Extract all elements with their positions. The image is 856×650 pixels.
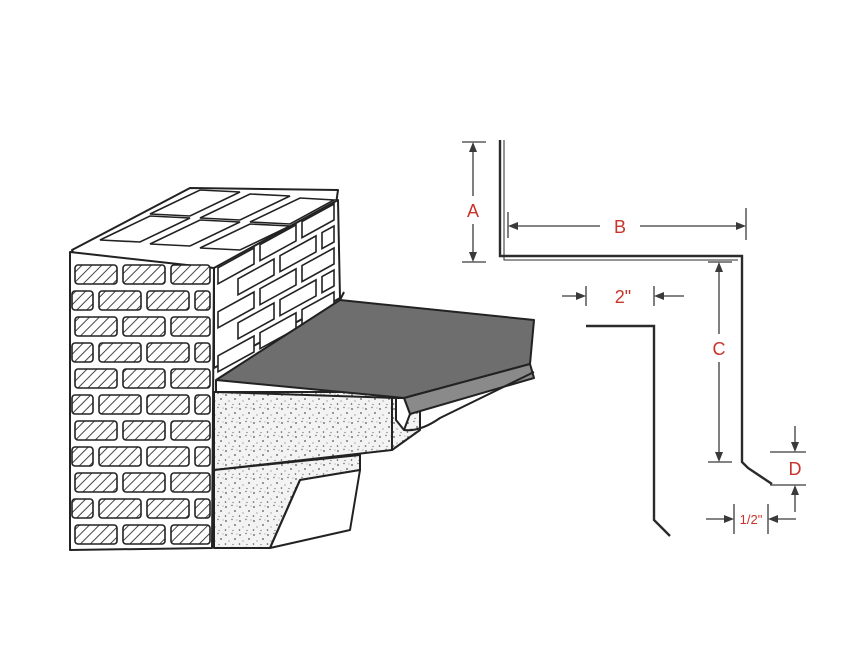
brick (98, 290, 142, 311)
brick (71, 290, 94, 311)
side-brick (259, 223, 297, 263)
dimension-label-b: B (614, 217, 626, 237)
brick (71, 498, 94, 519)
top-brick (149, 219, 241, 247)
brick (146, 290, 190, 311)
side-brick (217, 334, 255, 374)
dimension-arrowheads (469, 142, 799, 523)
brick (146, 446, 190, 467)
brick (122, 264, 166, 285)
brick (71, 446, 94, 467)
brick (122, 524, 166, 545)
brick (71, 342, 94, 363)
brick (98, 342, 142, 363)
flashing-profile-cleat (586, 324, 671, 537)
side-brick (279, 234, 317, 274)
brick (122, 368, 166, 389)
brick (194, 498, 211, 519)
brick (122, 420, 166, 441)
brick (194, 394, 211, 415)
brick (146, 342, 190, 363)
top-brick (99, 215, 191, 243)
side-brick (301, 246, 335, 283)
brick (74, 524, 118, 545)
brick (74, 368, 118, 389)
dimension-label-d: D (789, 459, 802, 479)
dimension-label-two-inch: 2" (615, 287, 631, 307)
brick (122, 316, 166, 337)
metal-wall-cap (215, 291, 535, 432)
side-brick (237, 301, 275, 341)
flashing-profile-main (498, 140, 773, 485)
top-brick (199, 193, 291, 221)
brick (194, 342, 211, 363)
top-brick (149, 189, 241, 217)
brick (170, 420, 211, 441)
brick (170, 264, 211, 285)
brick (146, 394, 190, 415)
brick (146, 498, 190, 519)
side-brick (259, 267, 297, 307)
dimension-label-a: A (467, 201, 479, 221)
side-brick (321, 268, 335, 294)
brick (74, 472, 118, 493)
top-brick (199, 223, 291, 251)
brick (71, 394, 94, 415)
concrete-slab (213, 379, 421, 549)
side-brick (217, 246, 255, 286)
brick (194, 446, 211, 467)
side-brick (237, 257, 275, 297)
dimension-label-c: C (713, 339, 726, 359)
brick (170, 472, 211, 493)
brick (74, 316, 118, 337)
top-brick (249, 197, 337, 225)
brick (170, 368, 211, 389)
brick (170, 316, 211, 337)
side-brick (301, 202, 335, 239)
side-brick (279, 278, 317, 318)
dimension-label-half-inch: 1/2" (740, 512, 763, 527)
brick (98, 446, 142, 467)
brick (74, 264, 118, 285)
side-brick (217, 290, 255, 330)
brick (194, 290, 211, 311)
brick (170, 524, 211, 545)
brick (98, 498, 142, 519)
brick (122, 472, 166, 493)
brick (98, 394, 142, 415)
brick (74, 420, 118, 441)
side-brick (321, 224, 335, 250)
